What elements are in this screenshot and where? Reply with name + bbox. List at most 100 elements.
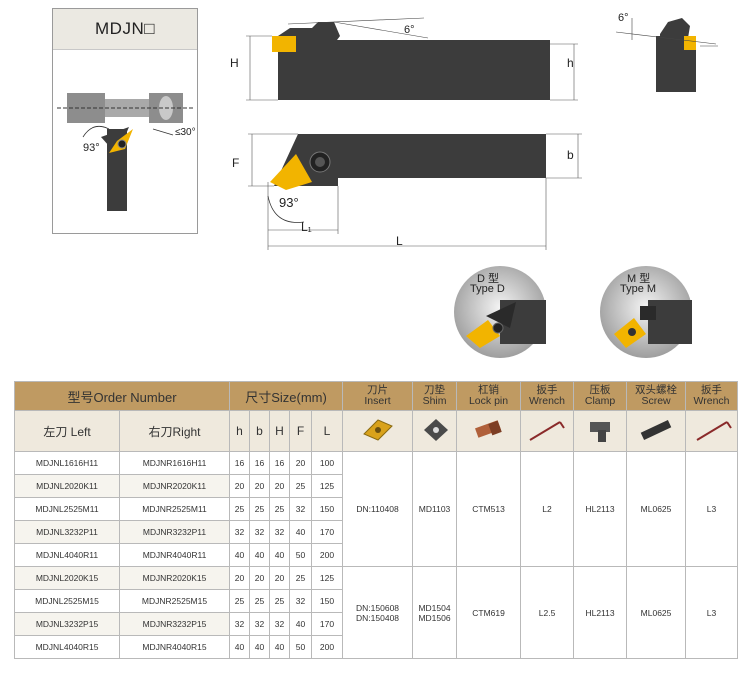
H-value: 32 xyxy=(269,612,290,636)
L-value: 125 xyxy=(310,474,344,498)
group2-screw: ML0625 xyxy=(626,566,687,659)
F-value: 50 xyxy=(289,543,312,567)
clamp-icon xyxy=(590,421,611,442)
table-row: MDJNL4040R15 MDJNR4040R15 40 40 40 50 20… xyxy=(14,635,738,659)
group1-screw: ML0625 xyxy=(626,451,687,567)
b-value: 32 xyxy=(249,520,270,544)
left-code: MDJNL2020K11 xyxy=(14,474,120,498)
right-code: MDJNR1616H11 xyxy=(119,451,230,475)
angle-30-label: ≤30° xyxy=(175,127,196,138)
group1-shim: MD1103 xyxy=(412,451,458,567)
left-code: MDJNL3232P15 xyxy=(14,612,120,636)
h-value: 40 xyxy=(229,543,250,567)
order-number-header: 型号Order Number xyxy=(14,381,230,411)
F-value: 40 xyxy=(289,520,312,544)
b-value: 25 xyxy=(249,589,270,613)
dim-b-label: b xyxy=(567,148,574,162)
h-value: 40 xyxy=(229,635,250,659)
F-value: 25 xyxy=(289,566,312,590)
L-value: 170 xyxy=(310,612,344,636)
clamp-image-cell xyxy=(573,410,628,452)
table-row: MDJNL2525M11 MDJNR2525M11 25 25 25 32 15… xyxy=(14,497,738,521)
shim-image-cell xyxy=(412,410,458,452)
b-value: 40 xyxy=(249,543,270,567)
group1-wrench2: L3 xyxy=(685,451,739,567)
left-code: MDJNL2020K15 xyxy=(14,566,120,590)
type-m-cn: M 型 xyxy=(627,273,651,285)
schematic-panel: MDJN□ 93° ≤30° xyxy=(52,8,198,234)
H-value: 20 xyxy=(269,566,290,590)
F-value: 32 xyxy=(289,497,312,521)
table-row: MDJNL3232P15 MDJNR3232P15 32 32 32 40 17… xyxy=(14,612,738,636)
right-code: MDJNR3232P15 xyxy=(119,612,230,636)
H-col-header: H xyxy=(269,410,290,452)
H-value: 16 xyxy=(269,451,290,475)
h-value: 32 xyxy=(229,520,250,544)
F-value: 20 xyxy=(289,451,312,475)
shim-icon xyxy=(423,418,448,441)
group2-wrench2: L3 xyxy=(685,566,739,659)
h-value: 25 xyxy=(229,589,250,613)
lockpin-icon xyxy=(474,419,502,438)
group2-clamp: HL2113 xyxy=(573,566,628,659)
holder-schematic xyxy=(57,93,193,211)
L-value: 200 xyxy=(310,543,344,567)
left-code: MDJNL3232P11 xyxy=(14,520,120,544)
H-value: 25 xyxy=(269,497,290,521)
group1-clamp: HL2113 xyxy=(573,451,628,567)
table-row: MDJNL2020K15 MDJNR2020K15 20 20 20 25 12… xyxy=(14,566,739,659)
group2-wrench: L2.5 xyxy=(520,566,575,659)
left-code: MDJNL2525M11 xyxy=(14,497,120,521)
H-value: 25 xyxy=(269,589,290,613)
F-value: 32 xyxy=(289,589,312,613)
type-m-illustration xyxy=(600,266,692,358)
panel-title: MDJN□ xyxy=(53,9,197,50)
top-view-drawing xyxy=(248,133,582,250)
L-value: 125 xyxy=(310,566,344,590)
H-value: 40 xyxy=(269,635,290,659)
h-value: 20 xyxy=(229,566,250,590)
dim-H-label: H xyxy=(230,56,239,70)
dim-L1-label: L₁ xyxy=(301,220,312,234)
h-value: 20 xyxy=(229,474,250,498)
screw-icon xyxy=(640,419,672,440)
F-value: 50 xyxy=(289,635,312,659)
table-row: MDJNL4040R11 MDJNR4040R11 40 40 40 50 20… xyxy=(14,543,738,567)
left-code: MDJNL2525M15 xyxy=(14,589,120,613)
type-m-en: Type M xyxy=(620,283,657,295)
dim-L-label: L xyxy=(396,234,403,248)
b-value: 16 xyxy=(249,451,270,475)
b-value: 20 xyxy=(249,474,270,498)
angle-93-label: 93° xyxy=(83,142,100,154)
H-value: 32 xyxy=(269,520,290,544)
group1-lockpin: CTM513 xyxy=(456,451,522,567)
type-d-illustration xyxy=(454,266,546,358)
dim-F-label: F xyxy=(232,156,240,170)
right-code: MDJNR2020K11 xyxy=(119,474,230,498)
side-angle-label: 6° xyxy=(404,24,415,36)
dim-h-label: h xyxy=(567,56,574,70)
group2-lockpin: CTM619 xyxy=(456,566,522,659)
left-code: MDJNL4040R15 xyxy=(14,635,120,659)
wrench2-image-cell xyxy=(685,410,739,452)
b-value: 32 xyxy=(249,612,270,636)
right-code: MDJNR3232P11 xyxy=(119,520,230,544)
left-code: MDJNL1616H11 xyxy=(14,451,120,475)
end-angle-label: 6° xyxy=(618,12,629,24)
b-col-header: b xyxy=(249,410,270,452)
table-subheader-row: 左刀 Left 右刀Right h b H F L xyxy=(14,410,739,452)
lockpin-image-cell xyxy=(456,410,522,452)
F-value: 40 xyxy=(289,612,312,636)
right-code: MDJNR2020K15 xyxy=(119,566,230,590)
h-value: 32 xyxy=(229,612,250,636)
right-code: MDJNR4040R15 xyxy=(119,635,230,659)
L-value: 150 xyxy=(310,589,344,613)
b-value: 40 xyxy=(249,635,270,659)
L-value: 150 xyxy=(310,497,344,521)
